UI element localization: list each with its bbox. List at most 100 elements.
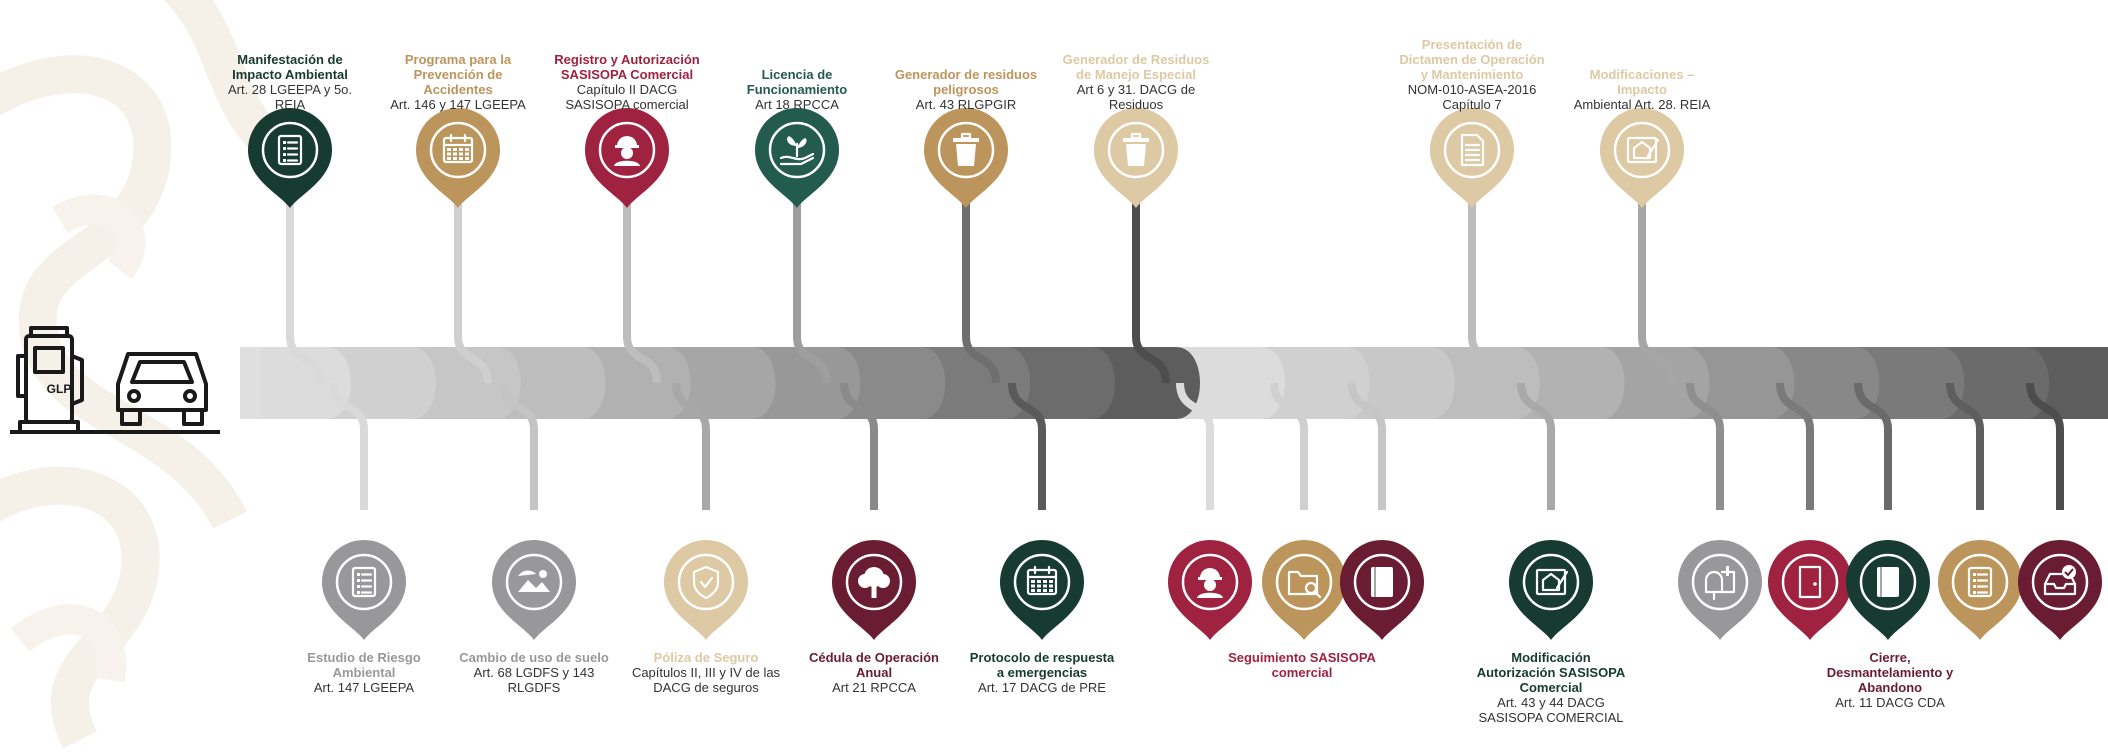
inbox-check-icon [2043, 565, 2077, 596]
band-segment [1853, 347, 1965, 419]
top-label-title: Generador de residuos peligrosos [894, 67, 1038, 97]
band-segment [1598, 347, 1710, 419]
bottom-label-title: Seguimiento SASISOPA comercial [1228, 650, 1376, 680]
connector-line [1854, 382, 1892, 510]
bottom-milestone-pin [1509, 540, 1593, 640]
connector-line [1776, 382, 1814, 510]
top-label-title: Modificaciones – Impacto [1589, 67, 1695, 97]
door-icon [1798, 565, 1822, 599]
top-label-title: Generador de Residuos de Manejo Especial [1062, 52, 1210, 82]
band-segment [494, 347, 606, 419]
connector-line [286, 160, 324, 384]
connector-line [1008, 382, 1046, 510]
bottom-milestone-pin [1938, 540, 2022, 640]
bottom-label-reference: Capítulos II, III y IV de las DACG de se… [631, 665, 781, 695]
band-segment [324, 347, 436, 419]
connector-line [454, 160, 492, 384]
connector-line [840, 382, 878, 510]
band-segment [1513, 347, 1625, 419]
bottom-label-title: Modificación Autorización SASISOPA Comer… [1476, 650, 1626, 695]
top-milestone-pin [1094, 108, 1178, 208]
band-segment [1683, 347, 1795, 419]
top-label: Programa para la Prevención de Accidente… [383, 52, 533, 112]
document-icon [1460, 133, 1485, 167]
top-label-reference: Art 18 RPCCA [755, 97, 839, 112]
connector-line [1686, 382, 1724, 510]
band-segment [919, 347, 1031, 419]
shield-icon [692, 565, 720, 600]
mailbox-icon [1704, 566, 1736, 601]
checklist-icon [277, 134, 303, 166]
top-label-title: Licencia de Funcionamiento [746, 67, 848, 97]
bottom-milestone-pin [832, 540, 916, 640]
top-milestone-pin [248, 108, 332, 208]
bottom-label-title: Cédula de Operación Anual [808, 650, 940, 680]
connector-line [623, 160, 661, 384]
top-label-reference: Art. 28 LGEEPA y 5o. REIA [227, 82, 353, 112]
book-icon [1371, 567, 1393, 597]
station-label: GLP [47, 382, 72, 396]
bottom-milestone-pin [1262, 540, 1346, 640]
bottom-milestone-pin [2018, 540, 2102, 640]
calendar-icon [442, 133, 474, 164]
band-cap [240, 347, 260, 419]
band-segment [1004, 347, 1116, 419]
connector-line [1270, 382, 1308, 510]
start-icons: GLP [10, 326, 220, 434]
connector-line [330, 382, 368, 510]
tree-icon [858, 567, 890, 598]
top-label-title: Manifestación de Impacto Ambiental [232, 52, 348, 82]
bottom-milestone-pin [664, 540, 748, 640]
top-milestone-pin [1600, 108, 1684, 208]
connector-line [1946, 382, 1984, 510]
top-label-title: Programa para la Prevención de Accidente… [404, 52, 512, 97]
grid-calendar-icon [1026, 565, 1058, 596]
top-label-title: Presentación de Dictamen de Operación y … [1399, 37, 1545, 82]
bottom-milestone-pin [492, 540, 576, 640]
book-icon [1877, 567, 1899, 597]
band-segment [240, 347, 351, 419]
top-label-reference: Art. 43 RLGPGIR [915, 97, 1017, 112]
top-label: Generador de Residuos de Manejo Especial… [1061, 52, 1211, 112]
connector-line [1638, 160, 1676, 384]
connector-line [500, 382, 538, 510]
connector-lines [286, 160, 2064, 510]
connector-line [672, 382, 710, 510]
bottom-milestone-pin [322, 540, 406, 640]
bottom-label-reference: Art. 43 y 44 DACG SASISOPA COMERCIAL [1478, 695, 1624, 725]
trash-icon [953, 132, 979, 166]
bottom-label-title: Cambio de uso de suelo [459, 650, 609, 665]
bottom-label-title: Cierre, Desmantelamiento y Abandono [1826, 650, 1954, 695]
connector-line [793, 160, 831, 384]
bottom-label-reference: Art. 68 LGDFS y 143 RLGDFS [473, 665, 595, 695]
top-label-reference: Capítulo II DACG SASISOPA comercial [565, 82, 689, 112]
bottom-label-reference: Art. 147 LGEEPA [313, 680, 415, 695]
bottom-label-reference: Art. 17 DACG de PRE [978, 680, 1106, 695]
bottom-milestone-pin [1340, 540, 1424, 640]
folder-search-icon [1287, 570, 1322, 599]
list-icon [1967, 566, 1993, 598]
top-milestone-pin [755, 108, 839, 208]
bottom-label-reference: Art. 11 DACG CDA [1835, 695, 1945, 710]
plant-hand-icon [779, 136, 815, 166]
band-segment [1174, 347, 1285, 419]
bottom-milestone-pin [1000, 540, 1084, 640]
top-label: Presentación de Dictamen de Operación y … [1397, 37, 1547, 112]
top-milestone-pin [416, 108, 500, 208]
bottom-label-title: Estudio de Riesgo Ambiental [307, 650, 421, 680]
milestone-pins [248, 108, 2102, 640]
gas-pump-icon [16, 326, 84, 434]
bottom-label-title: Protocolo de respuesta a emergencias [969, 650, 1115, 680]
top-label-reference: Art 6 y 31. DACG de Residuos [1076, 82, 1196, 112]
connector-line [1468, 160, 1506, 384]
connector-line [1517, 382, 1555, 510]
band-segment [1938, 347, 2050, 419]
top-label-title: Registro y Autorización SASISOPA Comerci… [554, 52, 700, 82]
band-segment [1343, 347, 1455, 419]
